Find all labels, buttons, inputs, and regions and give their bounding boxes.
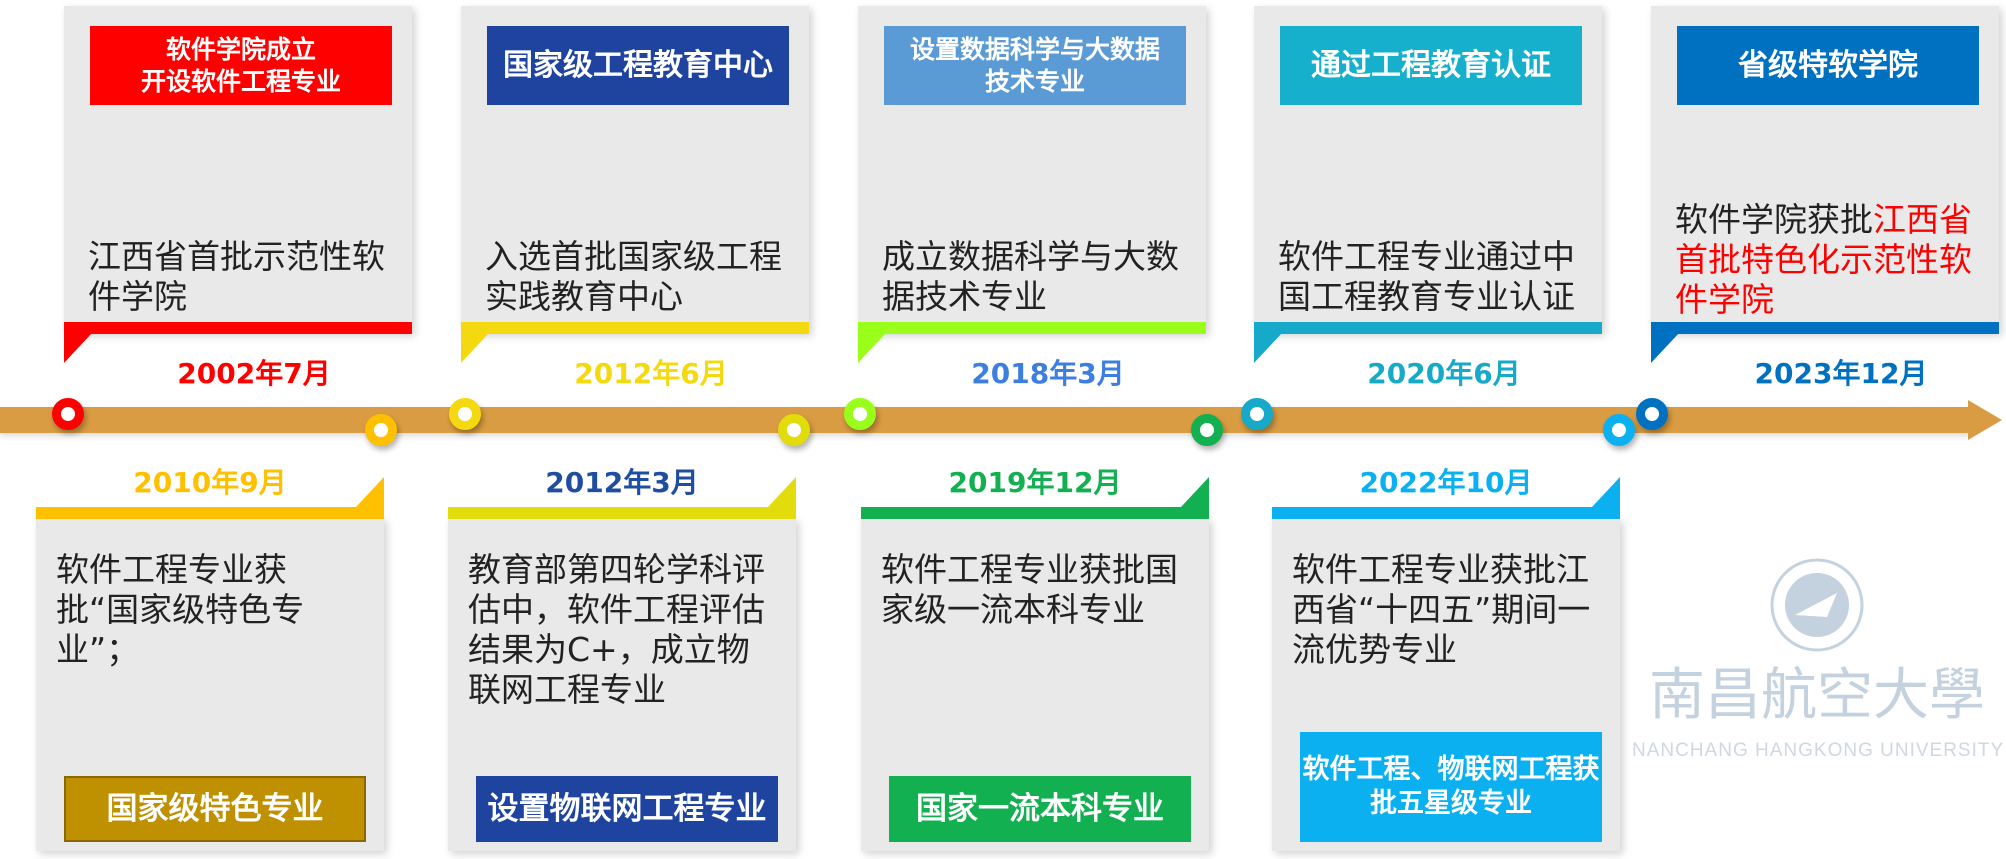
description-text: 软件工程专业通过中国工程教育专业认证: [1278, 237, 1575, 316]
milestone-color-bar: [1254, 322, 1602, 334]
milestone-color-flag: [64, 333, 92, 363]
milestone-color-bar: [861, 507, 1209, 519]
description-text: 江西省首批示范性软件学院: [88, 237, 385, 316]
timeline-marker: [1603, 414, 1635, 446]
milestone-date: 2002年7月: [177, 357, 331, 390]
university-watermark: 南昌航空大學 NANCHANG HANGKONG UNIVERSITY: [1632, 555, 2005, 785]
timeline-arrowhead: [1968, 400, 2002, 440]
milestone-title-box: 设置物联网工程专业: [476, 776, 778, 842]
milestone-description: 江西省首批示范性软件学院: [88, 237, 398, 317]
milestone-date: 2012年3月: [545, 466, 699, 499]
milestone-color-bar: [1272, 507, 1620, 519]
milestone-date: 2022年10月: [1359, 466, 1533, 499]
milestone-color-flag: [768, 477, 796, 507]
milestone-title-box: 软件学院成立 开设软件工程专业: [90, 26, 392, 105]
milestone-date: 2012年6月: [574, 357, 728, 390]
milestone-color-bar: [36, 507, 384, 519]
milestone-description: 软件工程专业获批国家级一流本科专业: [881, 550, 1178, 629]
milestone-title-box: 国家级特色专业: [64, 776, 366, 842]
timeline-marker: [778, 414, 810, 446]
milestone-color-bar: [64, 322, 412, 334]
milestone-description: 软件工程专业获批江西省“十四五”期间一流优势专业: [1292, 550, 1591, 669]
milestone-color-flag: [1254, 333, 1282, 363]
description-text: 软件学院获批: [1675, 200, 1873, 239]
description-text: 江西省首批特色化示范性软件学院: [1675, 200, 1972, 319]
milestone-description: 软件工程专业通过中国工程教育专业认证: [1278, 237, 1588, 317]
description-text: 入选首批国家级工程实践教育中心: [485, 237, 782, 316]
timeline-marker: [1191, 414, 1223, 446]
milestone-description: 入选首批国家级工程实践教育中心: [485, 237, 795, 317]
description-text: 成立数据科学与大数据技术专业: [882, 237, 1179, 316]
timeline-marker: [365, 414, 397, 446]
milestone-color-bar: [1651, 322, 1999, 334]
milestone-title-box: 省级特软学院: [1677, 26, 1979, 105]
timeline-marker: [449, 398, 481, 430]
milestone-description: 软件工程专业获批“国家级特色专业”；: [56, 550, 305, 669]
milestone-color-flag: [1181, 477, 1209, 507]
milestone-title-box: 国家一流本科专业: [889, 776, 1191, 842]
milestone-title-box: 国家级工程教育中心: [487, 26, 789, 105]
milestone-description: 教育部第四轮学科评估中，软件工程评估结果为C+，成立物联网工程专业: [468, 550, 765, 709]
milestone-date: 2019年12月: [948, 466, 1122, 499]
milestone-date: 2010年9月: [133, 466, 287, 499]
milestone-date: 2018年3月: [971, 357, 1125, 390]
milestone-description: 软件学院获批江西省首批特色化示范性软件学院: [1675, 200, 1985, 320]
watermark-cn: 南昌航空大學: [1649, 663, 1985, 728]
watermark-en: NANCHANG HANGKONG UNIVERSITY: [1632, 740, 2005, 761]
timeline-marker: [1241, 398, 1273, 430]
timeline-marker: [1636, 398, 1668, 430]
milestone-date: 2020年6月: [1367, 357, 1521, 390]
milestone-color-flag: [1592, 477, 1620, 507]
milestone-color-flag: [1651, 333, 1679, 363]
milestone-title-box: 通过工程教育认证: [1280, 26, 1582, 105]
university-seal-icon: [1770, 558, 1864, 652]
milestone-title-box: 软件工程、物联网工程获批五星级专业: [1300, 732, 1602, 842]
milestone-color-flag: [461, 333, 489, 363]
timeline-marker: [52, 398, 84, 430]
milestone-color-bar: [858, 322, 1206, 334]
milestone-title-box: 设置数据科学与大数据 技术专业: [884, 26, 1186, 105]
milestone-color-bar: [448, 507, 796, 519]
milestone-color-bar: [461, 322, 809, 334]
milestone-description: 成立数据科学与大数据技术专业: [882, 237, 1192, 317]
timeline-marker: [844, 398, 876, 430]
milestone-color-flag: [356, 477, 384, 507]
milestone-date: 2023年12月: [1754, 357, 1928, 390]
timeline-axis: [0, 407, 1970, 433]
milestone-color-flag: [858, 333, 886, 363]
